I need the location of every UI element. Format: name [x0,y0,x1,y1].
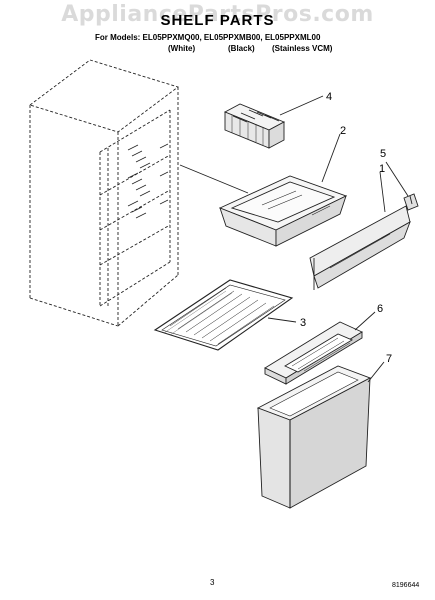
cabinet-leader-line [179,164,249,194]
page-number: 3 [210,578,215,587]
callout-6: 6 [377,303,383,315]
document-number: 8196644 [392,582,420,589]
callout-1: 1 [379,163,385,175]
shelf-pan [218,175,348,247]
watermark-text: AppliancePartsPros.com [61,2,374,27]
color-label-black: (Black) [228,44,255,53]
callout-leader-2 [321,133,341,183]
callout-5: 5 [380,148,386,160]
color-label-white: (White) [168,44,196,53]
ice-cube-tray [223,103,286,149]
models-line: For Models: EL05PPXMQ00, EL05PPXMB00, EL… [95,33,321,42]
shelf-front-panel [309,205,411,290]
callout-2: 2 [340,125,346,137]
storage-bin [256,365,372,509]
callout-leader-4 [279,95,324,116]
callout-leader-1 [379,171,386,213]
callout-4: 4 [326,91,332,103]
cabinet-outline [29,59,179,327]
callout-leader-3 [267,317,297,323]
hinge-clip [403,193,419,211]
page-title: SHELF PARTS [160,12,275,29]
cabinet-shelf-rails [127,143,169,219]
callout-7: 7 [386,353,392,365]
callout-leader-5 [385,161,409,197]
callout-leader-6 [354,311,376,331]
callout-leader-7 [367,361,385,383]
callout-3: 3 [300,317,306,329]
color-label-stainless: (Stainless VCM) [272,44,333,53]
bin-cover [264,321,363,385]
wire-shelf [153,279,294,351]
